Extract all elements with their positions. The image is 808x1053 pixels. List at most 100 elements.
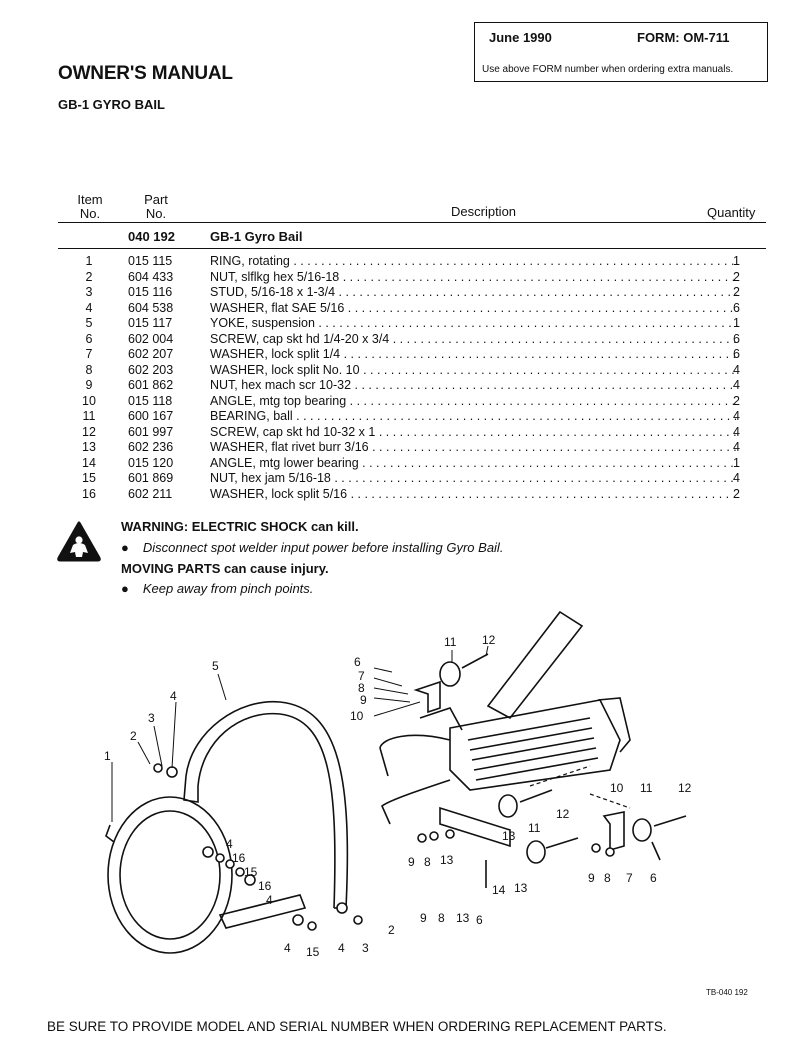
description-cell: WASHER, flat rivet burr 3/16 (210, 440, 738, 456)
warning-bullet-1: ●Disconnect spot welder input power befo… (121, 540, 504, 555)
callout-7b: 7 (626, 871, 633, 885)
part-no-cell: 601 997 (128, 424, 174, 439)
quantity-cell: 4 (733, 471, 740, 485)
table-row: 12 601 997 SCREW, cap skt hd 10-32 x 14 (58, 425, 766, 441)
warning-bullet-1-text: Disconnect spot welder input power befor… (142, 540, 504, 555)
item-no-cell: 13 (82, 440, 96, 454)
description-cell: NUT, hex jam 5/16-18 (210, 471, 738, 487)
description-header: Description (451, 204, 517, 219)
part-no-cell: 602 211 (128, 486, 173, 501)
quantity-cell: 1 (733, 455, 740, 470)
warning-electric-shock: WARNING: ELECTRIC SHOCK can kill. (121, 519, 359, 534)
callout-4: 4 (170, 689, 177, 703)
description-cell: ANGLE, mtg top bearing (210, 394, 738, 410)
warning-moving-parts: MOVING PARTS can cause injury. (121, 561, 329, 576)
callout-3b: 3 (362, 941, 369, 955)
rotating-ring-drawing (105, 796, 233, 954)
part-no-header: Part No. (138, 193, 174, 221)
item-no-cell: 9 (85, 378, 93, 392)
description-cell: SCREW, cap skt hd 10-32 x 1 (210, 425, 738, 441)
callout-4d: 4 (284, 941, 291, 955)
callout-11b: 11 (528, 821, 541, 835)
callout-16: 16 (232, 851, 246, 865)
quantity-cell: 6 (733, 331, 740, 346)
quantity-cell: 4 (733, 424, 740, 439)
form-date: June 1990 (489, 30, 552, 45)
part-no-cell: 602 004 (128, 331, 174, 346)
item-no-cell: 11 (82, 409, 96, 423)
quantity-cell: 1 (733, 254, 740, 268)
part-no-cell: 604 538 (128, 300, 174, 315)
callout-12b: 12 (556, 807, 570, 821)
quantity-cell: 6 (733, 347, 740, 361)
callout-12c: 12 (678, 781, 692, 795)
part-no-cell: 015 118 (128, 393, 173, 408)
callout-4b: 4 (226, 837, 233, 851)
description-cell: ANGLE, mtg lower bearing (210, 456, 738, 472)
item-header-line1: Item (77, 192, 103, 207)
callout-13c: 13 (514, 881, 528, 895)
part-no-cell: 602 207 (128, 347, 174, 361)
item-no-cell: 5 (85, 316, 93, 330)
item-no-cell: 8 (85, 362, 93, 377)
description-cell: YOKE, suspension (210, 316, 738, 332)
item-no-cell: 10 (82, 393, 96, 408)
callout-15: 15 (244, 865, 258, 879)
description-cell: NUT, slflkg hex 5/16-18 (210, 270, 738, 286)
callout-13: 13 (502, 829, 516, 843)
description-cell: WASHER, lock split 1/4 (210, 347, 738, 363)
table-row: 11 600 167 BEARING, ball4 (58, 409, 766, 425)
item-no-cell: 3 (85, 285, 93, 299)
quantity-cell: 1 (733, 316, 740, 330)
callout-15b: 15 (306, 945, 320, 959)
callout-6c: 6 (650, 871, 657, 885)
item-header-line2: No. (79, 206, 101, 221)
lower-bearing-drawing (417, 789, 579, 888)
table-row: 7 602 207 WASHER, lock split 1/46 (58, 347, 766, 363)
upper-bearing-drawing (413, 653, 489, 714)
form-info-box: June 1990 FORM: OM-711 Use above FORM nu… (474, 22, 768, 82)
part-header-line2: No. (145, 206, 167, 221)
table-rule-top (58, 222, 766, 223)
quantity-cell: 2 (733, 285, 740, 299)
callout-9: 9 (360, 693, 367, 707)
callout-11: 11 (444, 635, 457, 649)
part-no-cell: 601 862 (128, 378, 174, 392)
part-no-cell: 602 203 (128, 362, 174, 377)
item-no-cell: 7 (85, 347, 93, 361)
quantity-cell: 4 (733, 409, 740, 423)
form-note: Use above FORM number when ordering extr… (482, 64, 734, 75)
description-cell: BEARING, ball (210, 409, 738, 425)
item-no-cell: 4 (85, 300, 93, 315)
quantity-cell: 4 (733, 440, 740, 454)
callout-9d: 9 (588, 871, 595, 885)
item-no-cell: 12 (82, 424, 96, 439)
exploded-parts-diagram: 1 2 3 4 5 4 16 15 16 4 4 15 4 3 2 6 7 8 … (104, 610, 692, 959)
quantity-cell: 4 (733, 378, 740, 392)
quantity-cell: 2 (733, 393, 740, 408)
part-no-cell: 600 167 (128, 409, 174, 423)
callout-14: 14 (492, 883, 506, 897)
part-no-cell: 015 120 (128, 455, 174, 470)
quantity-cell: 2 (733, 269, 740, 284)
warning-triangle-icon (57, 521, 101, 562)
spot-welder-drawing (379, 610, 631, 825)
slotted-plate-drawing (218, 894, 307, 929)
callout-10: 10 (350, 709, 364, 723)
drawing-reference: TB-040 192 (706, 988, 748, 997)
description-cell: STUD, 5/16-18 x 1-3/4 (210, 285, 738, 301)
part-no-cell: 602 236 (128, 440, 174, 454)
quantity-header: Quantity (707, 205, 756, 220)
description-cell: NUT, hex mach scr 10-32 (210, 378, 738, 394)
table-row: 9 601 862 NUT, hex mach scr 10-324 (58, 378, 766, 394)
kit-part-no: 040 192 (128, 229, 175, 244)
callout-8c: 8 (438, 911, 445, 925)
